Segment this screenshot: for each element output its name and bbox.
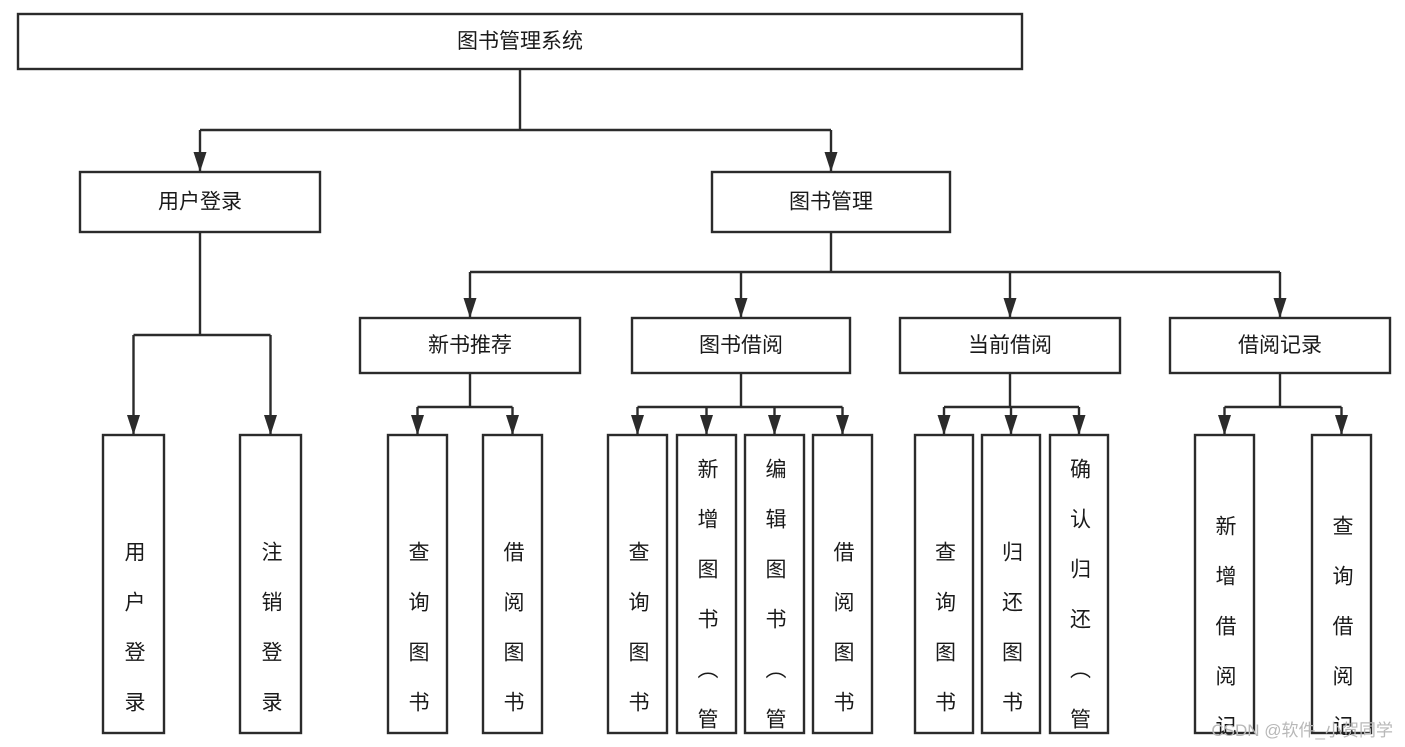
node-label-edit-book-admin: 编辑图书（管理员） bbox=[763, 458, 787, 747]
arrow-head-user-login-do bbox=[127, 415, 140, 435]
node-query-book-1[interactable]: 查询图书 bbox=[386, 433, 449, 735]
node-box-query-book-2 bbox=[606, 433, 669, 735]
node-box-edit-book-admin bbox=[743, 433, 806, 735]
node-confirm-return-admin[interactable]: 确认归还（管理员） bbox=[1048, 433, 1110, 747]
node-box-current-borrow bbox=[898, 316, 1122, 375]
node-box-user-login bbox=[78, 170, 322, 234]
arrow-head-add-borrow-record bbox=[1218, 415, 1231, 435]
node-label-borrow-record: 借阅记录 bbox=[1238, 334, 1322, 357]
node-box-root bbox=[16, 12, 1024, 71]
node-label-query-book-2: 查询图书 bbox=[626, 541, 650, 715]
node-box-borrow-book-1 bbox=[481, 433, 544, 735]
arrow-head-query-book-2 bbox=[631, 415, 644, 435]
node-label-user-logout: 注销登录 bbox=[259, 541, 283, 715]
node-box-add-borrow-record bbox=[1193, 433, 1256, 735]
node-new-book-recommend[interactable]: 新书推荐 bbox=[358, 316, 582, 375]
arrow-head-confirm-return-admin bbox=[1072, 415, 1086, 435]
node-label-query-book-1: 查询图书 bbox=[406, 541, 430, 715]
node-box-query-borrow-record bbox=[1310, 433, 1373, 735]
node-label-borrow-book-2: 借阅图书 bbox=[831, 541, 855, 715]
node-label-book-manage: 图书管理 bbox=[789, 191, 873, 214]
node-user-logout[interactable]: 注销登录 bbox=[238, 433, 303, 735]
node-box-add-book-admin bbox=[675, 433, 738, 735]
node-box-user-logout bbox=[238, 433, 303, 735]
arrow-head-query-borrow-record bbox=[1335, 415, 1348, 435]
node-label-add-borrow-record: 新增借阅记录 bbox=[1213, 515, 1237, 747]
node-book-manage[interactable]: 图书管理 bbox=[710, 170, 952, 234]
node-label-query-borrow-record: 查询借阅记录 bbox=[1330, 515, 1354, 747]
node-borrow-book-1[interactable]: 借阅图书 bbox=[481, 433, 544, 735]
arrow-head-query-book-1 bbox=[411, 415, 424, 435]
connector-layer bbox=[127, 69, 1348, 435]
node-borrow-book-2[interactable]: 借阅图书 bbox=[811, 433, 874, 735]
node-box-query-book-3 bbox=[913, 433, 975, 735]
node-edit-book-admin[interactable]: 编辑图书（管理员） bbox=[743, 433, 806, 747]
node-root[interactable]: 图书管理系统 bbox=[16, 12, 1024, 71]
node-label-borrow-book-1: 借阅图书 bbox=[501, 541, 525, 715]
arrow-head-edit-book-admin bbox=[768, 415, 781, 435]
node-box-new-book-recommend bbox=[358, 316, 582, 375]
node-query-book-2[interactable]: 查询图书 bbox=[606, 433, 669, 735]
arrow-head-book-manage bbox=[824, 152, 838, 172]
arrow-head-add-book-admin bbox=[700, 415, 713, 435]
arrow-head-borrow-record bbox=[1273, 298, 1287, 318]
node-user-login[interactable]: 用户登录 bbox=[78, 170, 322, 234]
node-box-confirm-return-admin bbox=[1048, 433, 1110, 735]
arrow-head-current-borrow bbox=[1003, 298, 1017, 318]
node-box-query-book-1 bbox=[386, 433, 449, 735]
arrow-head-borrow-book-1 bbox=[506, 415, 519, 435]
node-borrow-record[interactable]: 借阅记录 bbox=[1168, 316, 1392, 375]
node-box-borrow-book-2 bbox=[811, 433, 874, 735]
node-label-user-login-do: 用户登录 bbox=[122, 541, 146, 715]
arrow-head-user-login bbox=[193, 152, 207, 172]
arrow-head-return-book bbox=[1004, 415, 1018, 435]
node-label-add-book-admin: 新增图书（管理员） bbox=[695, 458, 719, 747]
node-box-book-borrow bbox=[630, 316, 852, 375]
node-query-borrow-record[interactable]: 查询借阅记录 bbox=[1310, 433, 1373, 747]
node-query-book-3[interactable]: 查询图书 bbox=[913, 433, 975, 735]
node-label-root: 图书管理系统 bbox=[457, 30, 583, 53]
node-layer: 图书管理系统用户登录图书管理用户登录注销登录新书推荐查询图书借阅图书图书借阅查询… bbox=[16, 12, 1392, 747]
node-label-user-login: 用户登录 bbox=[158, 191, 242, 214]
node-add-borrow-record[interactable]: 新增借阅记录 bbox=[1193, 433, 1256, 747]
arrow-head-new-book-recommend bbox=[463, 298, 477, 318]
node-box-return-book bbox=[980, 433, 1042, 735]
node-return-book[interactable]: 归还图书 bbox=[980, 433, 1042, 735]
node-box-borrow-record bbox=[1168, 316, 1392, 375]
node-book-borrow[interactable]: 图书借阅 bbox=[630, 316, 852, 375]
node-label-book-borrow: 图书借阅 bbox=[699, 334, 783, 357]
csdn-watermark: CSDN @软件_小贺同学 bbox=[1211, 721, 1393, 740]
arrow-head-user-logout bbox=[264, 415, 277, 435]
node-current-borrow[interactable]: 当前借阅 bbox=[898, 316, 1122, 375]
node-box-book-manage bbox=[710, 170, 952, 234]
node-label-confirm-return-admin: 确认归还（管理员） bbox=[1068, 458, 1092, 747]
node-add-book-admin[interactable]: 新增图书（管理员） bbox=[675, 433, 738, 747]
node-label-current-borrow: 当前借阅 bbox=[968, 334, 1052, 357]
arrow-head-query-book-3 bbox=[937, 415, 951, 435]
node-user-login-do[interactable]: 用户登录 bbox=[101, 433, 166, 735]
arrow-head-borrow-book-2 bbox=[836, 415, 849, 435]
node-box-user-login-do bbox=[101, 433, 166, 735]
node-label-new-book-recommend: 新书推荐 bbox=[428, 334, 512, 357]
arrow-head-book-borrow bbox=[734, 298, 748, 318]
node-label-query-book-3: 查询图书 bbox=[933, 541, 957, 715]
node-label-return-book: 归还图书 bbox=[1000, 541, 1024, 715]
